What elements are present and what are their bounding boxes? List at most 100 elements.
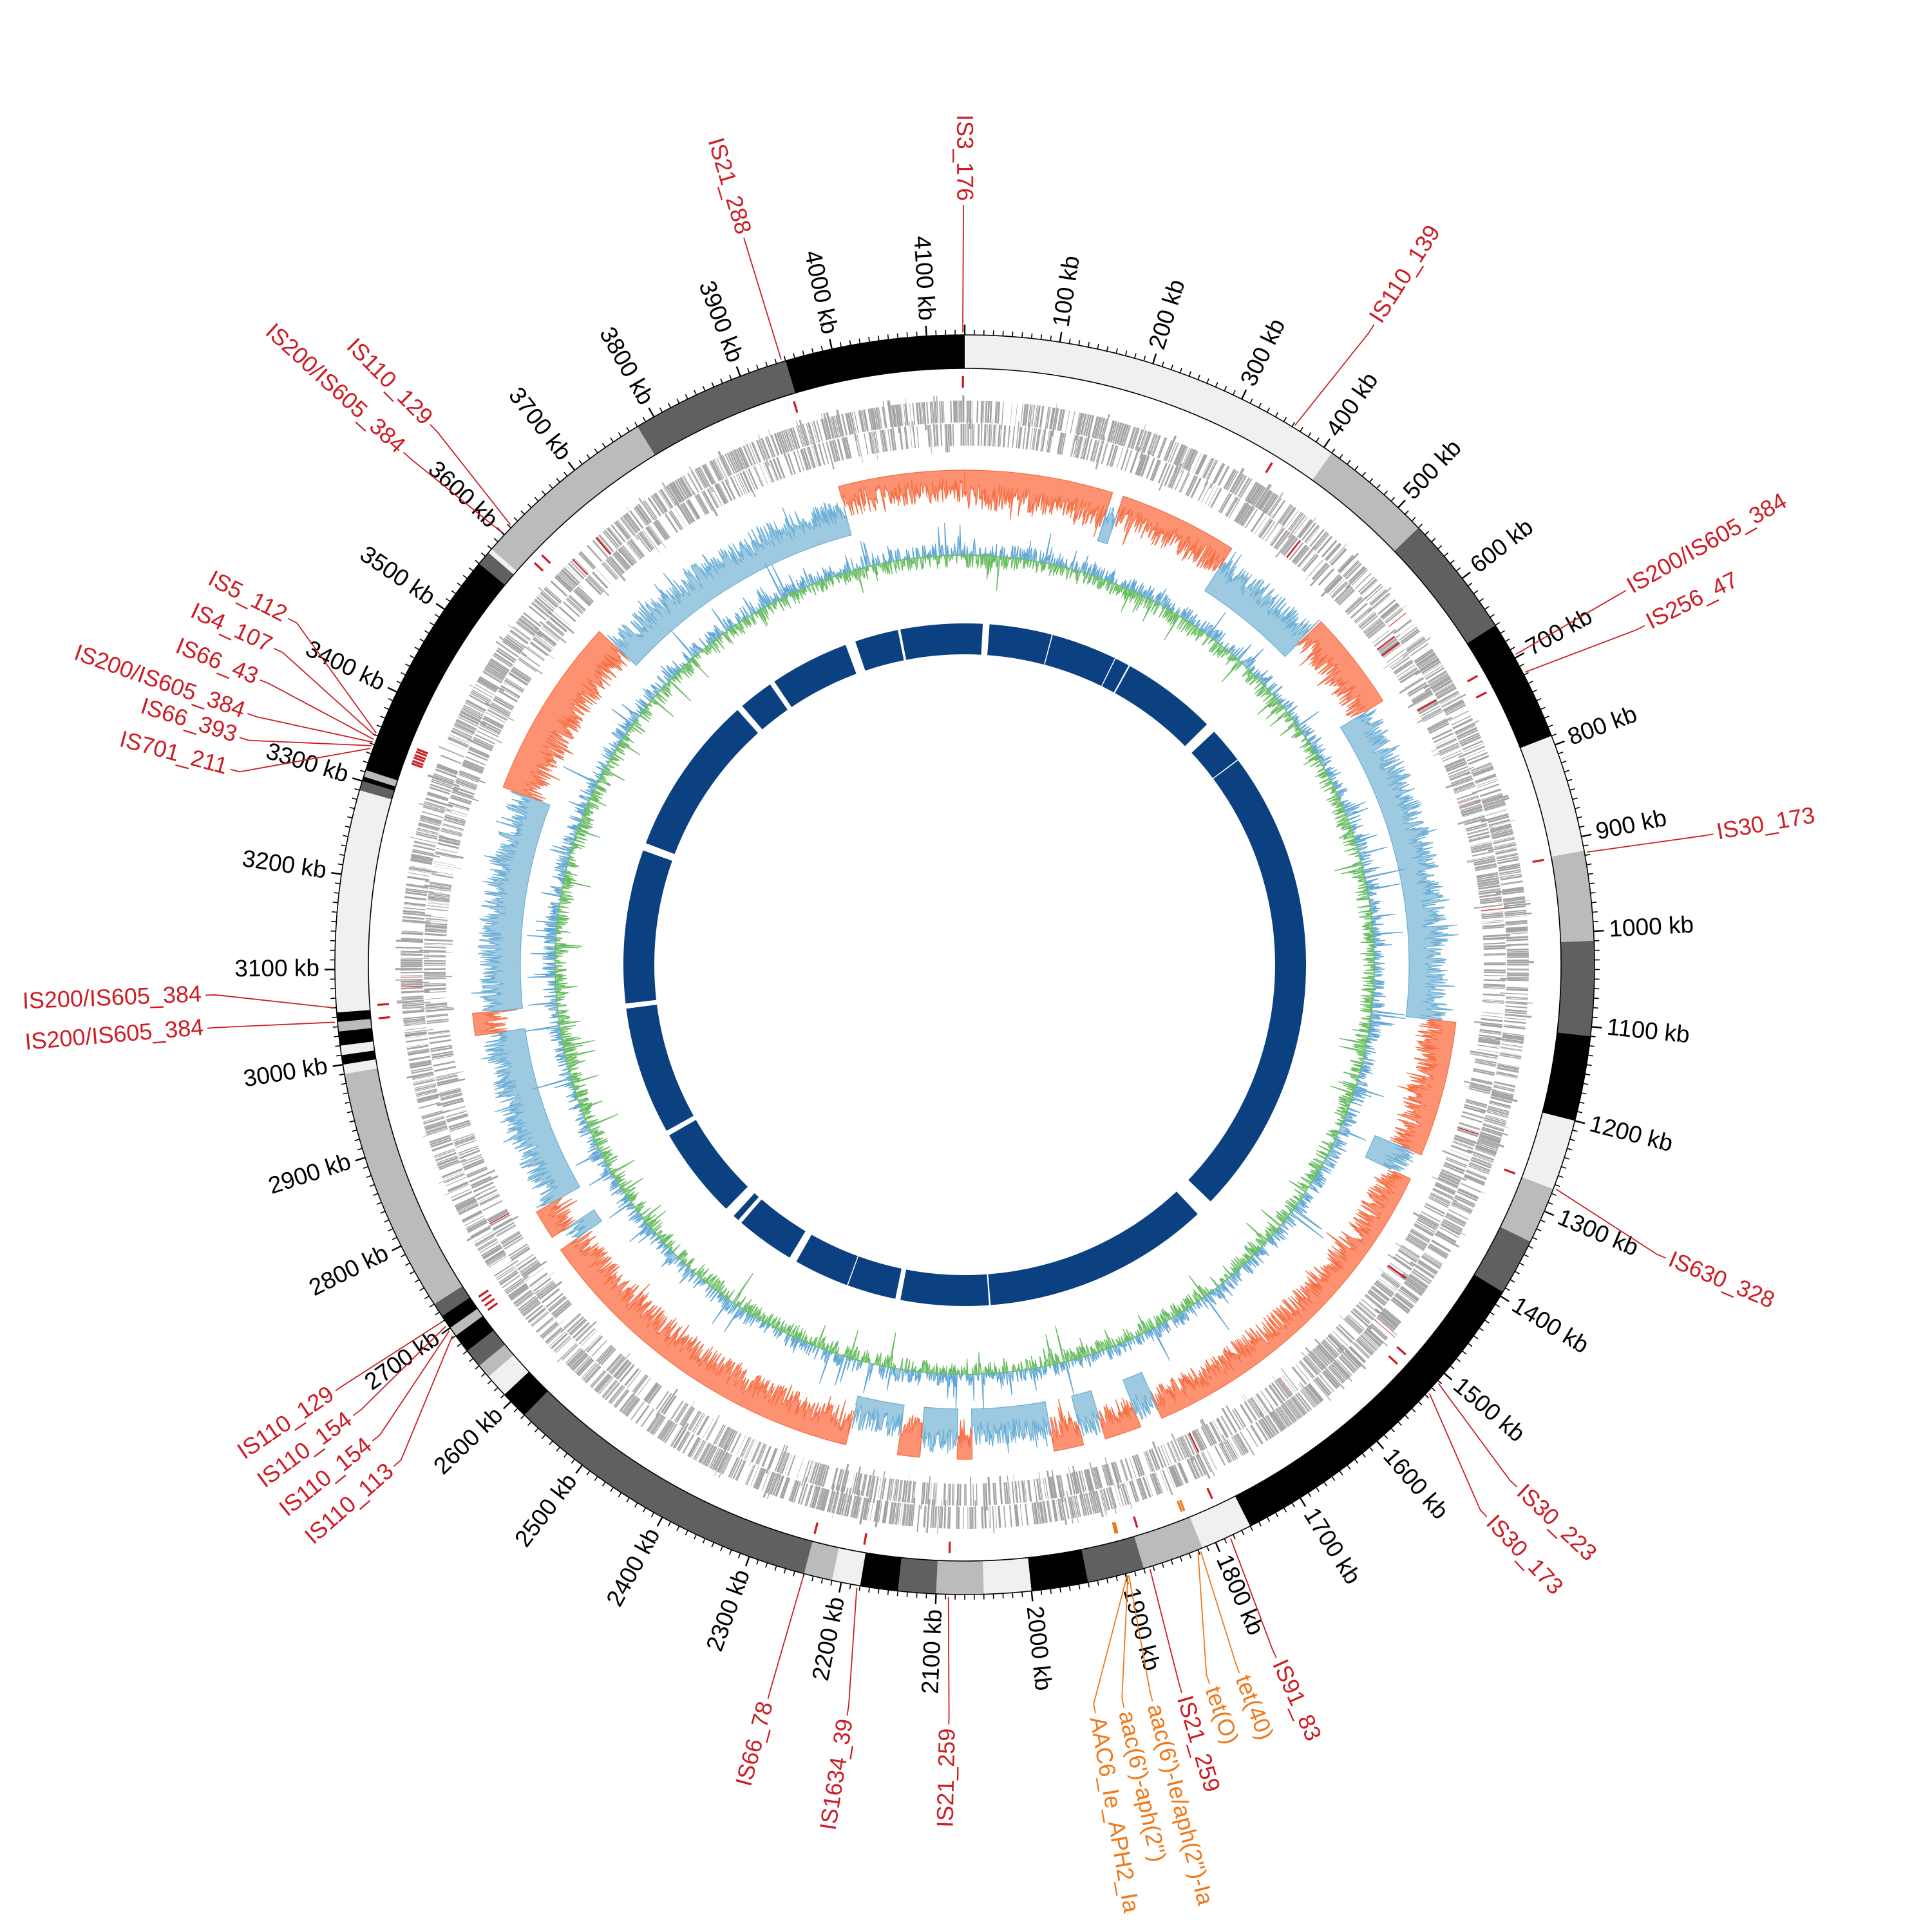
tick-minor [1564, 1157, 1569, 1160]
gc-content-above-mean [771, 564, 820, 598]
tick-minor [1505, 638, 1510, 642]
is-element-label: IS30_173 [1714, 801, 1817, 844]
tick-major [829, 339, 833, 350]
gene-block [810, 1462, 830, 1492]
tick-minor [1561, 761, 1567, 764]
tick-label: 600 kb [1465, 513, 1538, 578]
tick-minor [685, 1530, 688, 1535]
gc-content-below-mean [629, 1197, 667, 1231]
gene-block [1327, 1326, 1353, 1353]
gc-content-below-mean [1309, 1133, 1338, 1170]
gene-block [1319, 1363, 1346, 1392]
gc-content-above-mean [525, 992, 561, 1032]
tick-minor [586, 1470, 591, 1475]
gene-block [989, 1505, 1007, 1533]
gene-block [424, 984, 447, 1000]
gene-block [1119, 1480, 1140, 1509]
gene-block [1187, 1428, 1208, 1459]
tick-minor [1368, 1446, 1374, 1452]
gene-block [430, 1046, 455, 1067]
tick-minor [556, 1446, 561, 1452]
gene-block [410, 833, 438, 851]
feature-label-connector [207, 1021, 336, 1029]
tick-minor [1417, 1401, 1423, 1406]
tick-minor [405, 1262, 410, 1266]
tick-minor [1572, 797, 1578, 800]
gene-block [1378, 634, 1401, 659]
gc-content-below-mean [554, 918, 583, 956]
gene-block [586, 1335, 613, 1363]
tick-minor [1197, 374, 1200, 380]
tick-minor [424, 630, 430, 634]
gene-block [938, 1500, 951, 1529]
contig-segment [831, 1548, 866, 1586]
tick-minor [1437, 1379, 1443, 1385]
tick-minor [462, 1350, 468, 1355]
gene-block [1490, 1084, 1518, 1104]
tick-minor [1586, 863, 1592, 866]
gc-skew-positive [560, 1230, 855, 1446]
gene-block [678, 1432, 702, 1459]
gene-block [759, 459, 779, 485]
gc-content-below-mean [1157, 1296, 1194, 1325]
tick-minor [513, 1408, 518, 1413]
tick-major [656, 1517, 663, 1527]
tick-minor [414, 1279, 420, 1283]
contig-segment [804, 1541, 839, 1580]
gene-block [1255, 1411, 1278, 1441]
tick-minor [1170, 365, 1173, 370]
gene-block [764, 430, 788, 460]
feature-label-connector [393, 1335, 453, 1467]
gene-block [1466, 855, 1502, 871]
gene-block [1355, 1330, 1382, 1356]
gc-content-above-mean [833, 1353, 873, 1394]
gc-content-above-mean [527, 954, 557, 994]
gene-block-highlight [1417, 699, 1437, 712]
gene-block [570, 1352, 597, 1379]
feature-marker [1475, 691, 1487, 699]
tick-major [1500, 1295, 1510, 1302]
gc-skew-positive [1115, 495, 1233, 572]
gc-content-below-mean [1279, 713, 1311, 749]
gene-block [1383, 649, 1411, 670]
gc-content-below-mean [1244, 1222, 1277, 1258]
gene-block [1494, 1036, 1524, 1052]
tick-minor [332, 902, 338, 904]
gene-block [820, 1484, 844, 1519]
gene-block [635, 1405, 661, 1433]
tick-minor [1593, 998, 1599, 999]
tick-minor [1528, 1245, 1533, 1249]
gene-block [466, 1221, 496, 1246]
feature-label-connector [1200, 1551, 1240, 1674]
gc-content-below-mean [927, 554, 965, 569]
gene-block [547, 611, 574, 634]
contig-segment [488, 549, 517, 575]
gene-block [765, 1444, 788, 1474]
contig-segment [1520, 735, 1584, 857]
gene-block [1158, 435, 1179, 464]
feature-label-connector [260, 679, 374, 740]
gene-block [956, 1477, 972, 1506]
gene-block [966, 400, 983, 430]
gc-skew-negative [971, 1401, 1051, 1454]
gene-block [1502, 1020, 1526, 1039]
gc-content-below-mean [1164, 614, 1209, 641]
feature-label-connector [273, 647, 376, 737]
gene-block [813, 412, 835, 443]
tick-minor [1347, 460, 1351, 465]
gene-block [406, 1066, 435, 1086]
gene-block [464, 689, 492, 714]
gene-block [1478, 888, 1502, 905]
tick-minor [1579, 826, 1585, 828]
feature-label-connector [1515, 590, 1627, 655]
tick-label: 3900 kb [694, 277, 748, 366]
contig-segment [434, 1286, 470, 1316]
gc-content-below-mean [1122, 1314, 1162, 1341]
contig-segment [637, 361, 795, 455]
gene-block [1338, 1314, 1365, 1341]
gene-block [1009, 1504, 1023, 1528]
gene-block [1463, 1078, 1497, 1095]
gene-block [448, 791, 479, 811]
contig-ring-outline-inner [368, 368, 1562, 1562]
tick-minor [1495, 621, 1501, 626]
